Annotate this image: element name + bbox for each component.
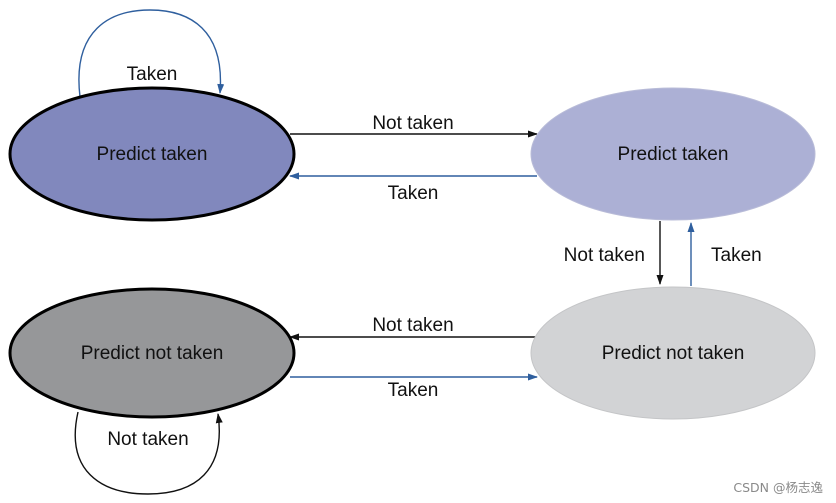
state-strong-taken-label: Predict taken [97, 144, 208, 165]
state-weak-not-taken-label: Predict not taken [602, 343, 745, 364]
state-strong-not-taken: Predict not taken [8, 287, 296, 419]
self-loop-not-taken-label: Not taken [107, 429, 188, 450]
state-weak-not-taken-node [530, 286, 816, 420]
label-weak-taken-to-weak-not-taken: Not taken [564, 245, 645, 266]
self-loop-taken-arrow [78, 9, 225, 98]
state-strong-not-taken-label: Predict not taken [81, 343, 224, 364]
self-loop-taken-label: Taken [127, 64, 178, 85]
state-weak-taken-node [530, 87, 816, 221]
label-weak-taken-to-strong-taken: Taken [388, 183, 439, 204]
state-strong-taken-node [8, 86, 296, 222]
watermark-text: CSDN @杨志逸 [733, 480, 823, 495]
self-loop-not-taken-arrow [74, 411, 223, 495]
label-weak-not-taken-to-strong-not-taken: Not taken [372, 315, 453, 336]
label-strong-not-taken-to-weak-not-taken: Taken [388, 380, 439, 401]
state-weak-taken-label: Predict taken [618, 144, 729, 165]
label-strong-taken-to-weak-taken: Not taken [372, 113, 453, 134]
label-weak-not-taken-to-weak-taken: Taken [711, 245, 762, 266]
state-strong-not-taken-node [8, 287, 296, 419]
state-weak-taken: Predict taken [530, 87, 816, 221]
state-strong-taken: Predict taken [8, 86, 296, 222]
state-weak-not-taken: Predict not taken [530, 286, 816, 420]
